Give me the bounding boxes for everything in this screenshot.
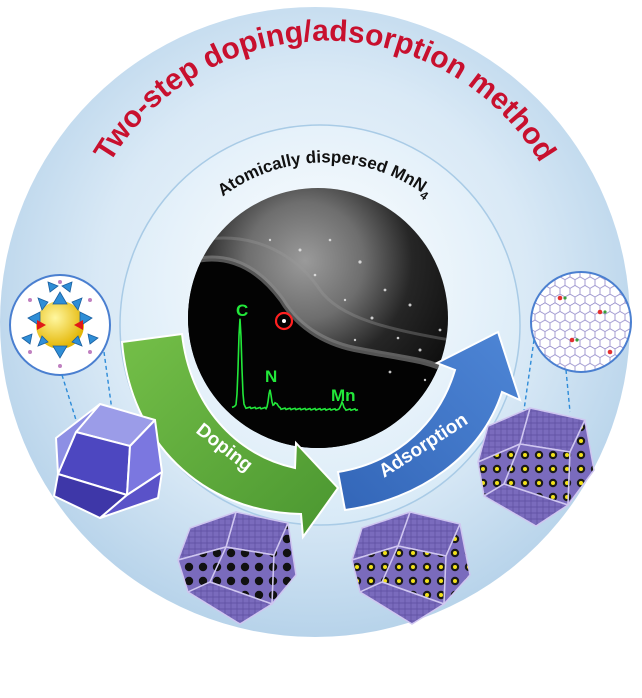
graphene-lattice-icon: [523, 271, 632, 413]
adsorbed-dodecahedron-icon: [351, 511, 471, 625]
rhombic-dodecahedron-icon: [53, 403, 163, 519]
adsorbed-dodecahedron-icon-right: [477, 407, 595, 527]
polyoxometalate-cage-icon: [9, 274, 115, 426]
tem-micrograph: [188, 188, 448, 448]
highlight-circle-icon: [274, 311, 294, 331]
label-mn: Mn: [331, 386, 356, 405]
label-c: C: [236, 301, 248, 320]
label-n: N: [265, 367, 277, 386]
porous-dodecahedron-icon: [177, 511, 297, 625]
eds-spectrum: C N Mn: [231, 301, 359, 412]
